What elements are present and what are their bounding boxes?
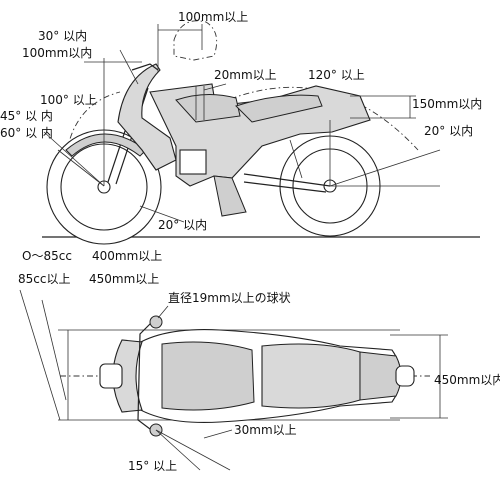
top-view: O～85cc 85cc以上 400mm以上 450mm以上 直径19mm以上の球… xyxy=(18,249,500,473)
tank-top xyxy=(161,341,255,411)
side-view: 100mm以上 30° 以内 100mm以内 20mm以上 120° 以上 10… xyxy=(0,10,482,245)
label-right-150mm: 150mm以内 xyxy=(412,97,482,111)
dim-15-line-1 xyxy=(155,429,231,471)
dim-20-rear-line xyxy=(329,149,441,187)
rear-shock xyxy=(289,139,303,179)
rider-helmet xyxy=(173,20,218,61)
label-width-450: 450mm以上 xyxy=(89,272,159,286)
label-right-450mm: 450mm以内 xyxy=(434,373,500,387)
dim-seat-20-leader xyxy=(203,83,227,91)
label-angle-100: 100° 以上 xyxy=(40,93,97,107)
label-angle-60: 60° 以 内 xyxy=(0,126,53,140)
dim-60-line xyxy=(57,149,105,187)
fuel-tank xyxy=(175,94,241,123)
tail-top xyxy=(359,351,402,401)
handlebar-top xyxy=(137,319,155,433)
rear-tire-top xyxy=(395,365,415,387)
label-left-100mm: 100mm以内 xyxy=(22,46,92,60)
label-angle-20-bottom: 20° 以内 xyxy=(158,218,207,232)
label-width-400: 400mm以上 xyxy=(92,249,162,263)
dim-20-bottom xyxy=(139,205,185,223)
label-angle-45: 45° 以 内 xyxy=(0,109,53,123)
dim-15-line-2 xyxy=(155,429,201,471)
label-range-0-85cc: O～85cc xyxy=(22,249,72,263)
label-ball-end: 直径19mm以上の球状 xyxy=(168,291,291,305)
label-angle-15: 15° 以上 xyxy=(128,459,177,473)
seat xyxy=(235,94,323,123)
leader-width xyxy=(41,299,67,401)
label-top-100mm: 100mm以上 xyxy=(178,10,248,24)
leader-width-2 xyxy=(19,289,61,421)
front-fender xyxy=(65,133,147,157)
label-gap-30mm: 30mm以上 xyxy=(234,423,297,437)
engine-lower xyxy=(213,175,247,217)
ball-end-top xyxy=(149,315,163,329)
handlebar xyxy=(131,63,159,71)
label-angle-120: 120° 以上 xyxy=(308,68,365,82)
dim-30mm-leader xyxy=(203,429,233,439)
label-range-85cc-up: 85cc以上 xyxy=(18,272,70,286)
label-seat-20mm: 20mm以上 xyxy=(214,68,277,82)
front-tire-top xyxy=(99,363,123,389)
number-plate xyxy=(179,149,207,175)
seat-top xyxy=(261,343,361,409)
label-angle-20-rear: 20° 以内 xyxy=(424,124,473,138)
dim-30-angle xyxy=(119,49,139,85)
label-angle-30: 30° 以内 xyxy=(38,29,87,43)
leader-ball-end xyxy=(157,305,169,319)
dim-45-line xyxy=(43,131,105,187)
swing-arm xyxy=(243,173,331,193)
front-cowl xyxy=(117,63,177,171)
